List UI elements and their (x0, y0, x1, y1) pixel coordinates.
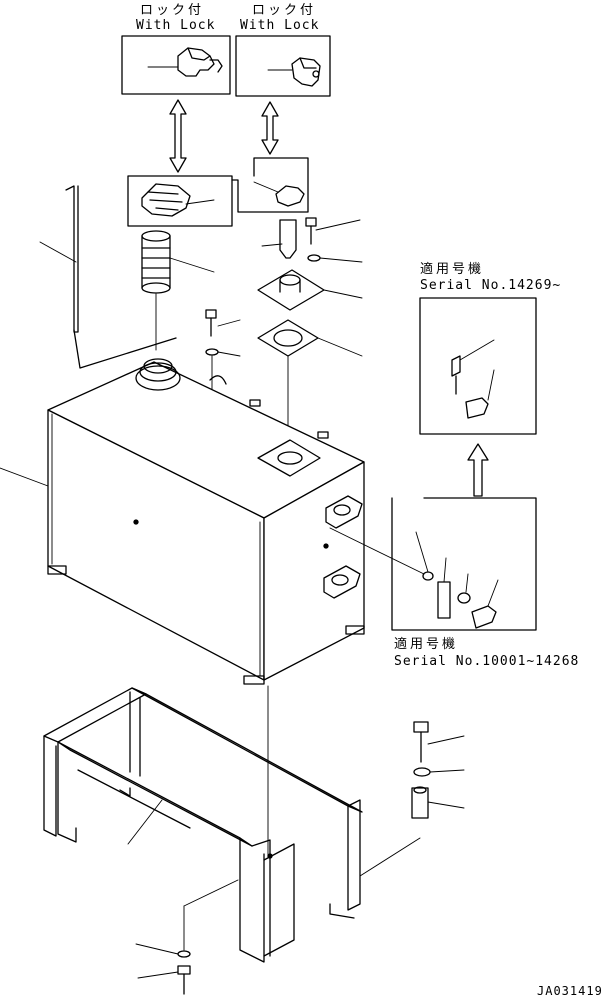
applicable-lower-serial: Serial No.10001~14268 (394, 654, 580, 669)
level-gauge-rod (39, 185, 177, 369)
bottom-bolt-washer (135, 879, 239, 995)
lock-cap-option-left (121, 35, 231, 95)
lock-option-right-jp: ロック付 (252, 3, 317, 18)
stand-bolt-set (411, 721, 465, 819)
standard-cap-left (127, 157, 309, 227)
double-arrow-left (169, 99, 187, 173)
lock-option-left-jp: ロック付 (140, 3, 205, 18)
lock-option-right-en: With Lock (240, 18, 320, 33)
breather-flange (257, 269, 363, 311)
standard-cap-right (253, 181, 305, 207)
lock-option-left-en: With Lock (136, 18, 216, 33)
hydraulic-tank (0, 358, 425, 685)
upper-serial-part-box (419, 297, 537, 435)
tank-stand-frame (43, 685, 421, 963)
double-arrow-right (261, 101, 279, 155)
drawing-code: JA031419 (537, 984, 603, 998)
flange-gasket (257, 319, 363, 437)
applicable-lower-jp: 適用号機 (394, 637, 459, 652)
filler-strainer (141, 230, 215, 351)
applicable-upper-serial: Serial No.14269~ (420, 278, 562, 293)
upper-arrow (467, 443, 489, 497)
lower-serial-part-box (391, 497, 537, 631)
breather-element (261, 217, 363, 263)
applicable-upper-jp: 適用号機 (420, 262, 485, 277)
lock-cap-option-right (235, 35, 331, 97)
